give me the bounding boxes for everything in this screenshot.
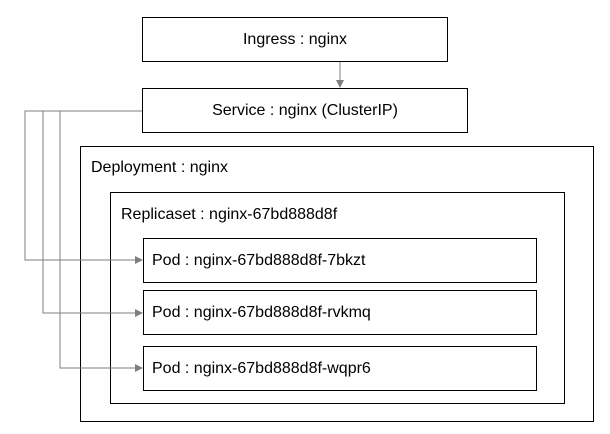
service-label: Service : nginx (ClusterIP) — [212, 101, 398, 119]
pod-box-1: Pod : nginx-67bd888d8f-7bkzt — [143, 238, 537, 283]
pod-label-3: Pod : nginx-67bd888d8f-wqpr6 — [152, 359, 371, 377]
service-box: Service : nginx (ClusterIP) — [142, 88, 468, 133]
deployment-label: Deployment : nginx — [91, 159, 228, 176]
pod-box-2: Pod : nginx-67bd888d8f-rvkmq — [143, 290, 537, 335]
ingress-label: Ingress : nginx — [242, 30, 348, 48]
replicaset-label: Replicaset : nginx-67bd888d8f — [121, 206, 338, 223]
ingress-box: Ingress : nginx — [142, 17, 448, 62]
pod-label-2: Pod : nginx-67bd888d8f-rvkmq — [152, 303, 371, 321]
pod-label-1: Pod : nginx-67bd888d8f-7bkzt — [152, 251, 366, 269]
pod-box-3: Pod : nginx-67bd888d8f-wqpr6 — [143, 346, 537, 391]
